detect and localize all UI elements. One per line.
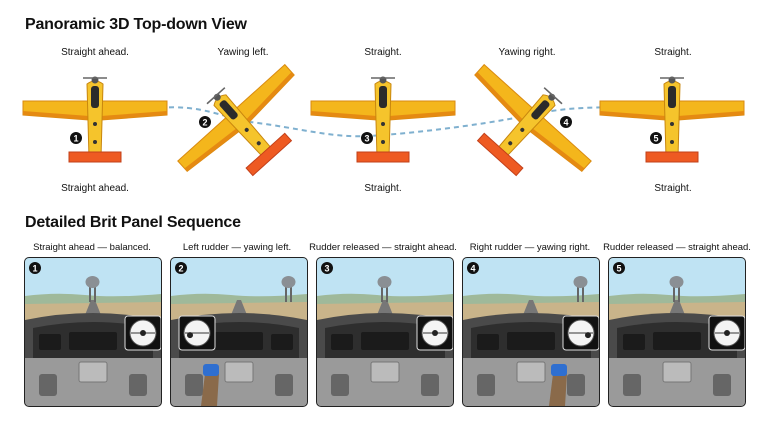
- cockpit-view-5: 5: [609, 258, 745, 406]
- svg-text:2: 2: [202, 118, 207, 128]
- turn-coordinator-gauge: [179, 316, 215, 350]
- plane-4: [443, 46, 607, 185]
- panel-number-badge: 5: [613, 262, 625, 274]
- turn-coordinator-gauge: [125, 316, 161, 350]
- panel-number-badge: 2: [175, 262, 187, 274]
- cockpit-view-4: 4: [463, 258, 599, 406]
- panel-number-badge: 1: [29, 262, 41, 274]
- top-down-diagram: 1 2 3 4 5: [0, 40, 768, 185]
- svg-text:4: 4: [563, 118, 568, 128]
- cockpit-panel-3: 3: [316, 257, 454, 407]
- svg-text:1: 1: [73, 134, 78, 144]
- svg-text:3: 3: [364, 134, 369, 144]
- panel-4-caption: Right rudder — yawing right.: [450, 242, 610, 253]
- cockpit-panel-5: 5: [608, 257, 746, 407]
- svg-text:5: 5: [616, 263, 621, 273]
- cockpit-view-3: 3: [317, 258, 453, 406]
- cockpit-panel-1: 1: [24, 257, 162, 407]
- turn-coordinator-gauge: [563, 316, 599, 350]
- cockpit-view-1: 1: [25, 258, 161, 406]
- plane-2-number: 2: [199, 116, 211, 128]
- cockpit-panel-4: 4: [462, 257, 600, 407]
- top-view-title: Panoramic 3D Top-down View: [25, 16, 247, 34]
- plane-5: [600, 77, 744, 163]
- panel-number-badge: 4: [467, 262, 479, 274]
- turn-coordinator-gauge: [709, 316, 745, 350]
- svg-text:4: 4: [470, 263, 475, 273]
- svg-text:1: 1: [32, 263, 37, 273]
- plane-5-number: 5: [650, 132, 662, 144]
- plane-4-number: 4: [560, 116, 572, 128]
- plane-3: [311, 77, 455, 163]
- cockpit-panel-2: 2: [170, 257, 308, 407]
- panel-1-caption: Straight ahead — balanced.: [12, 242, 172, 253]
- svg-text:5: 5: [653, 134, 658, 144]
- panel-3-caption: Rudder released — straight ahead.: [303, 242, 463, 253]
- panel-number-badge: 3: [321, 262, 333, 274]
- plane-2: [161, 46, 325, 185]
- cockpit-view-2: 2: [171, 258, 307, 406]
- panel-sequence-title: Detailed Brit Panel Sequence: [25, 214, 241, 232]
- svg-text:3: 3: [324, 263, 329, 273]
- plane-3-number: 3: [361, 132, 373, 144]
- turn-coordinator-gauge: [417, 316, 453, 350]
- panel-2-caption: Left rudder — yawing left.: [157, 242, 317, 253]
- svg-text:2: 2: [178, 263, 183, 273]
- panel-5-caption: Rudder released — straight ahead.: [597, 242, 757, 253]
- plane-1: [23, 77, 167, 163]
- plane-1-number: 1: [70, 132, 82, 144]
